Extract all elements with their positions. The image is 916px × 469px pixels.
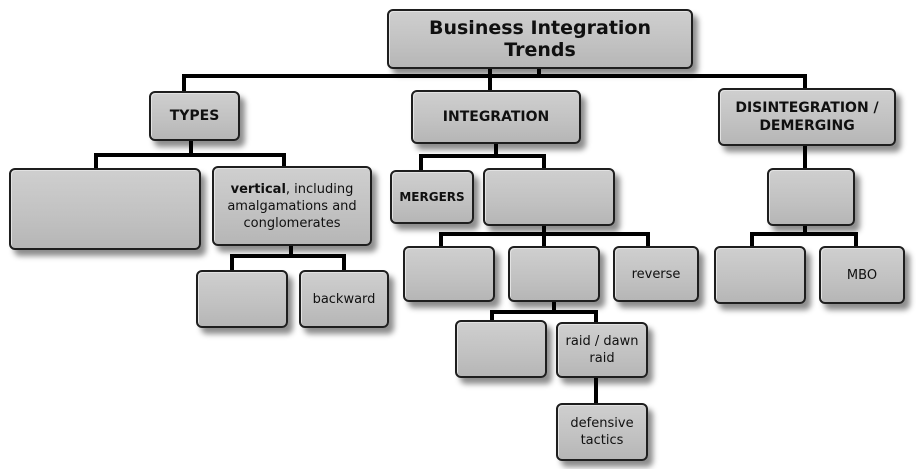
integration-label: INTEGRATION — [442, 109, 550, 125]
demerging-blank-node — [714, 246, 806, 304]
reverse-label: reverse — [631, 266, 681, 282]
mbo-label: MBO — [846, 267, 878, 283]
mergers-node: MERGERS — [390, 170, 474, 224]
integration-node: INTEGRATION — [411, 90, 581, 144]
merger-blank-node-2 — [508, 246, 600, 302]
root-title: Business Integration Trends — [428, 17, 651, 61]
types-node: TYPES — [149, 91, 240, 141]
backward-node: backward — [299, 270, 389, 328]
types-blank-node — [9, 168, 201, 250]
mergers-label: MERGERS — [399, 190, 465, 204]
reverse-node: reverse — [613, 246, 699, 302]
defensive-tactics-label: defensive tactics — [570, 416, 634, 448]
raid-label: raid / dawn raid — [565, 334, 639, 366]
integration-blank-node — [483, 168, 615, 226]
root-node: Business Integration Trends — [387, 9, 693, 69]
backward-label: backward — [312, 291, 376, 307]
vertical-node: vertical, including amalgamations and co… — [212, 166, 372, 246]
disintegration-blank-node — [767, 168, 855, 226]
takeover-blank-node — [455, 320, 547, 378]
mbo-node: MBO — [819, 246, 905, 304]
merger-blank-node-1 — [403, 246, 495, 302]
disintegration-node: DISINTEGRATION / DEMERGING — [718, 88, 896, 146]
vertical-blank-node — [196, 270, 288, 328]
defensive-tactics-node: defensive tactics — [556, 403, 648, 461]
vertical-label: vertical, including amalgamations and co… — [218, 181, 366, 232]
vertical-bold-text: vertical — [230, 181, 286, 197]
types-label: TYPES — [169, 108, 220, 124]
disintegration-label: DISINTEGRATION / DEMERGING — [735, 100, 879, 134]
raid-node: raid / dawn raid — [556, 322, 648, 378]
vertical-rest-text: , including amalgamations and conglomera… — [227, 181, 357, 231]
